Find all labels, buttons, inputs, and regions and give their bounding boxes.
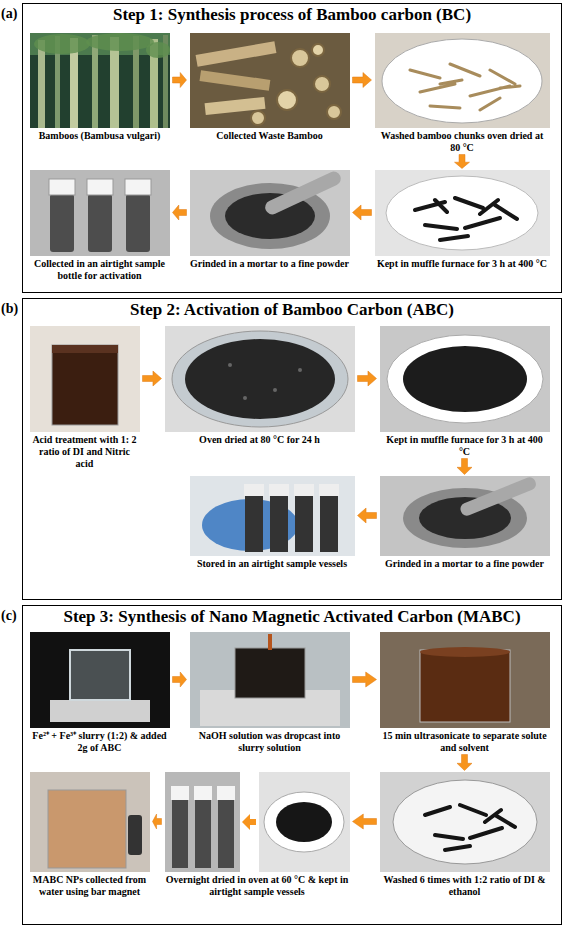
washed-chunks-photo [375, 33, 550, 128]
process-step: Washed 6 times with 1:2 ratio of DI & et… [380, 772, 550, 898]
naoh-dropcast-photo [190, 632, 350, 728]
step-caption: Acid treatment with 1: 2 ratio of DI and… [30, 434, 140, 470]
process-step: Bamboos (Bambusa vulgari) [30, 33, 170, 142]
acid-beaker-photo [30, 326, 140, 432]
step-caption: MABC NPs collected from water using bar … [30, 874, 150, 898]
panel-letter: (a) [1, 6, 17, 22]
process-step: Overnight dried in oven at 60 °C & kept … [165, 772, 350, 898]
process-step: MABC NPs collected from water using bar … [30, 772, 150, 898]
sample-bottles-photo [30, 170, 170, 256]
process-step: Oven dried at 80 °C for 24 h [165, 326, 355, 446]
flow-arrow [353, 672, 377, 687]
step-caption: Kept in muffle furnace for 3 h at 400 °C [380, 434, 550, 458]
flow-arrow [353, 73, 372, 88]
process-step: Stored in an airtight sample vessels [190, 476, 355, 570]
step-caption: Collected Waste Bamboo [190, 130, 350, 142]
panel-heading: Step 1: Synthesis process of Bamboo carb… [23, 5, 561, 25]
process-step: Collected Waste Bamboo [190, 33, 350, 142]
flow-arrow [358, 508, 377, 523]
step-caption: NaOH solution was dropcast into slurry s… [190, 730, 350, 754]
process-step: Kept in muffle furnace for 3 h at 400 °C [380, 326, 550, 458]
mortar-photo [380, 475, 550, 556]
flow-arrow [455, 155, 470, 169]
ultrasonicate-photo [380, 632, 550, 728]
oven-dried-photo [165, 326, 355, 432]
flow-arrow [143, 371, 162, 386]
panel-letter: (b) [1, 301, 18, 317]
furnace-bowl-photo [380, 326, 550, 432]
charred-chunks-photo [375, 170, 550, 256]
flow-arrow [457, 459, 472, 475]
flow-arrow [358, 371, 377, 386]
bamboo-forest-photo [30, 33, 170, 128]
step-panel: Step 1: Synthesis process of Bamboo carb… [22, 3, 562, 293]
flow-arrow [173, 205, 187, 220]
step-caption: Stored in an airtight sample vessels [190, 558, 355, 570]
step-caption: Fe²⁺ + Fe³⁺ slurry (1:2) & added 2g of A… [30, 730, 170, 754]
flow-arrow [457, 755, 472, 771]
flow-arrow [353, 814, 377, 829]
step-caption: 15 min ultrasonicate to separate solute … [380, 730, 550, 754]
process-step: Grinded in a mortar to a fine powder [190, 170, 350, 270]
process-step: Washed bamboo chunks oven dried at 80 °C [375, 33, 550, 154]
inner-arrow [242, 814, 256, 830]
process-step: Grinded in a mortar to a fine powder [380, 476, 550, 570]
process-step: 15 min ultrasonicate to separate solute … [380, 632, 550, 754]
step-panel: Step 3: Synthesis of Nano Magnetic Activ… [22, 605, 562, 925]
step-caption: Grinded in a mortar to a fine powder [380, 558, 550, 570]
panel-heading: Step 3: Synthesis of Nano Magnetic Activ… [23, 607, 561, 627]
step-caption: Overnight dried in oven at 60 °C & kept … [165, 874, 350, 898]
step-caption: Oven dried at 80 °C for 24 h [165, 434, 355, 446]
washed-dish-photo [380, 772, 550, 872]
flow-arrow [153, 814, 162, 829]
process-step: Collected in an airtight sample bottle f… [30, 170, 170, 282]
step-panel: Step 2: Activation of Bamboo Carbon (ABC… [22, 298, 562, 600]
magnet-beaker-photo [30, 772, 150, 872]
flow-arrow [173, 672, 187, 687]
flow-arrow [353, 205, 372, 220]
process-step: NaOH solution was dropcast into slurry s… [190, 632, 350, 754]
flow-arrow [173, 73, 187, 88]
process-step: Kept in muffle furnace for 3 h at 400 °C [375, 170, 550, 270]
step-caption: Grinded in a mortar to a fine powder [190, 258, 350, 270]
dried-vials-photo [165, 772, 240, 872]
process-step: Fe²⁺ + Fe³⁺ slurry (1:2) & added 2g of A… [30, 632, 170, 754]
process-step: Acid treatment with 1: 2 ratio of DI and… [30, 326, 140, 470]
step-caption: Washed bamboo chunks oven dried at 80 °C [375, 130, 550, 154]
panel-letter: (c) [1, 608, 17, 624]
mortar-photo [190, 169, 350, 256]
step-caption: Collected in an airtight sample bottle f… [30, 258, 170, 282]
step-caption: Washed 6 times with 1:2 ratio of DI & et… [380, 874, 550, 898]
panel-heading: Step 2: Activation of Bamboo Carbon (ABC… [23, 300, 561, 320]
stored-vials-photo [190, 476, 355, 556]
powder-dish-photo [259, 772, 350, 872]
step-caption: Kept in muffle furnace for 3 h at 400 °C [375, 258, 550, 270]
stirrer-photo [30, 632, 170, 728]
step-caption: Bamboos (Bambusa vulgari) [30, 130, 170, 142]
waste-bamboo-photo [190, 33, 350, 128]
